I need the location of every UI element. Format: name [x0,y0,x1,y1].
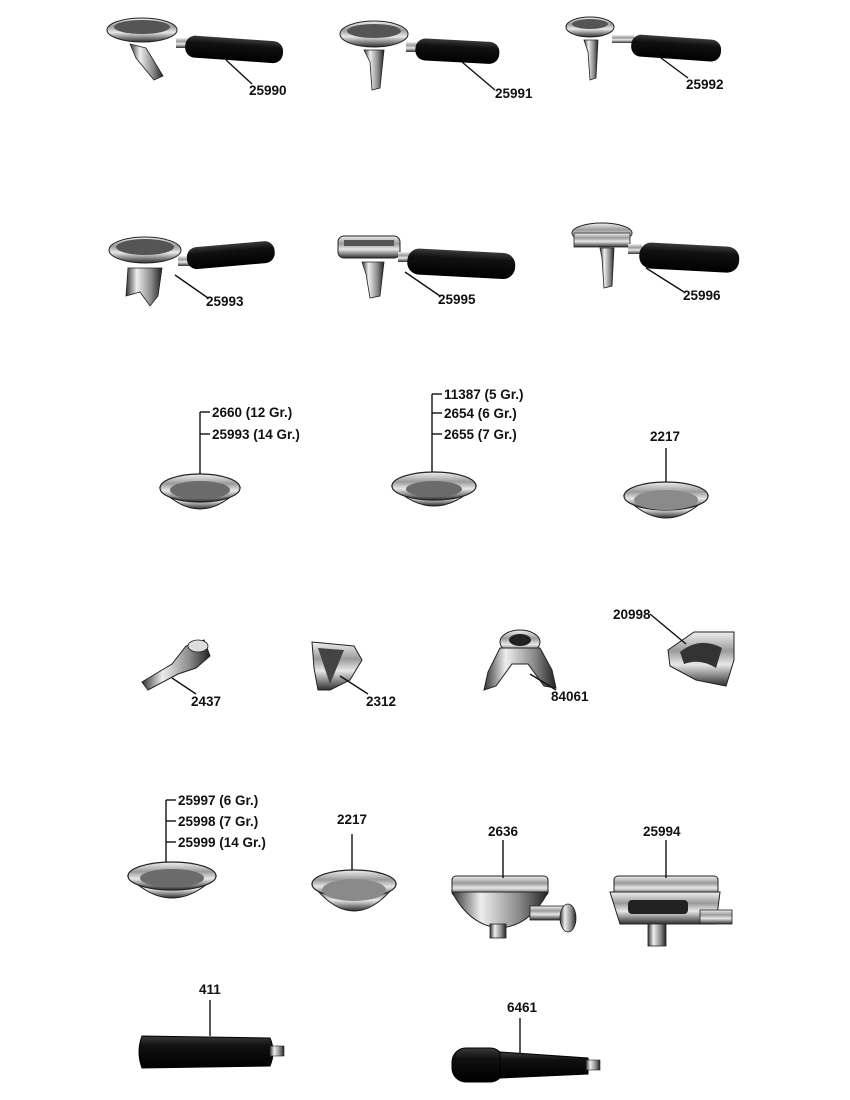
part-number-2217-top: 2217 [650,429,680,444]
handle-411 [138,1035,285,1069]
part-number-25993: 25993 [206,294,244,309]
filter-basket-5-7gr [390,471,478,507]
part-number-25992: 25992 [686,77,724,92]
part-number-2660: 2660 (12 Gr.) [212,405,292,420]
portafilter-25995 [337,235,516,299]
filter-basket-2217-top [622,481,710,519]
filter-basket-6-14gr [126,861,218,899]
part-number-25991: 25991 [495,86,533,101]
group-head-2636 [451,875,577,939]
filter-basket-2217-bottom [310,869,398,912]
handle-6461 [451,1047,601,1083]
portafilter-25990 [106,17,284,81]
part-number-2437: 2437 [191,694,221,709]
part-number-25995: 25995 [438,292,476,307]
part-number-25993-basket: 25993 (14 Gr.) [212,427,300,442]
part-number-2217-bottom: 2217 [337,812,367,827]
portafilter-25992 [565,16,722,81]
part-number-2636: 2636 [488,824,519,839]
part-number-25990: 25990 [249,83,287,98]
spout-2437 [141,639,211,691]
part-number-25997: 25997 (6 Gr.) [178,793,258,808]
filter-basket-12-14gr [158,473,242,510]
spout-20998 [667,631,735,687]
portafilter-25991 [339,20,500,91]
part-number-84061: 84061 [551,689,589,704]
part-number-20998: 20998 [613,607,651,622]
portafilter-25996 [571,222,740,289]
part-number-25994: 25994 [643,824,681,839]
part-number-6461: 6461 [507,1000,538,1015]
part-number-25996: 25996 [683,288,721,303]
part-number-2654: 2654 (6 Gr.) [444,406,517,421]
spout-2312 [311,641,363,691]
spout-84061 [483,629,557,691]
part-number-11387: 11387 (5 Gr.) [444,387,524,402]
portafilter-25993 [108,236,275,307]
group-head-25994 [609,875,733,947]
part-number-25999: 25999 (14 Gr.) [178,835,266,850]
part-number-2655: 2655 (7 Gr.) [444,427,517,442]
part-number-411: 411 [199,982,221,997]
part-number-2312: 2312 [366,694,396,709]
part-number-25998: 25998 (7 Gr.) [178,814,258,829]
